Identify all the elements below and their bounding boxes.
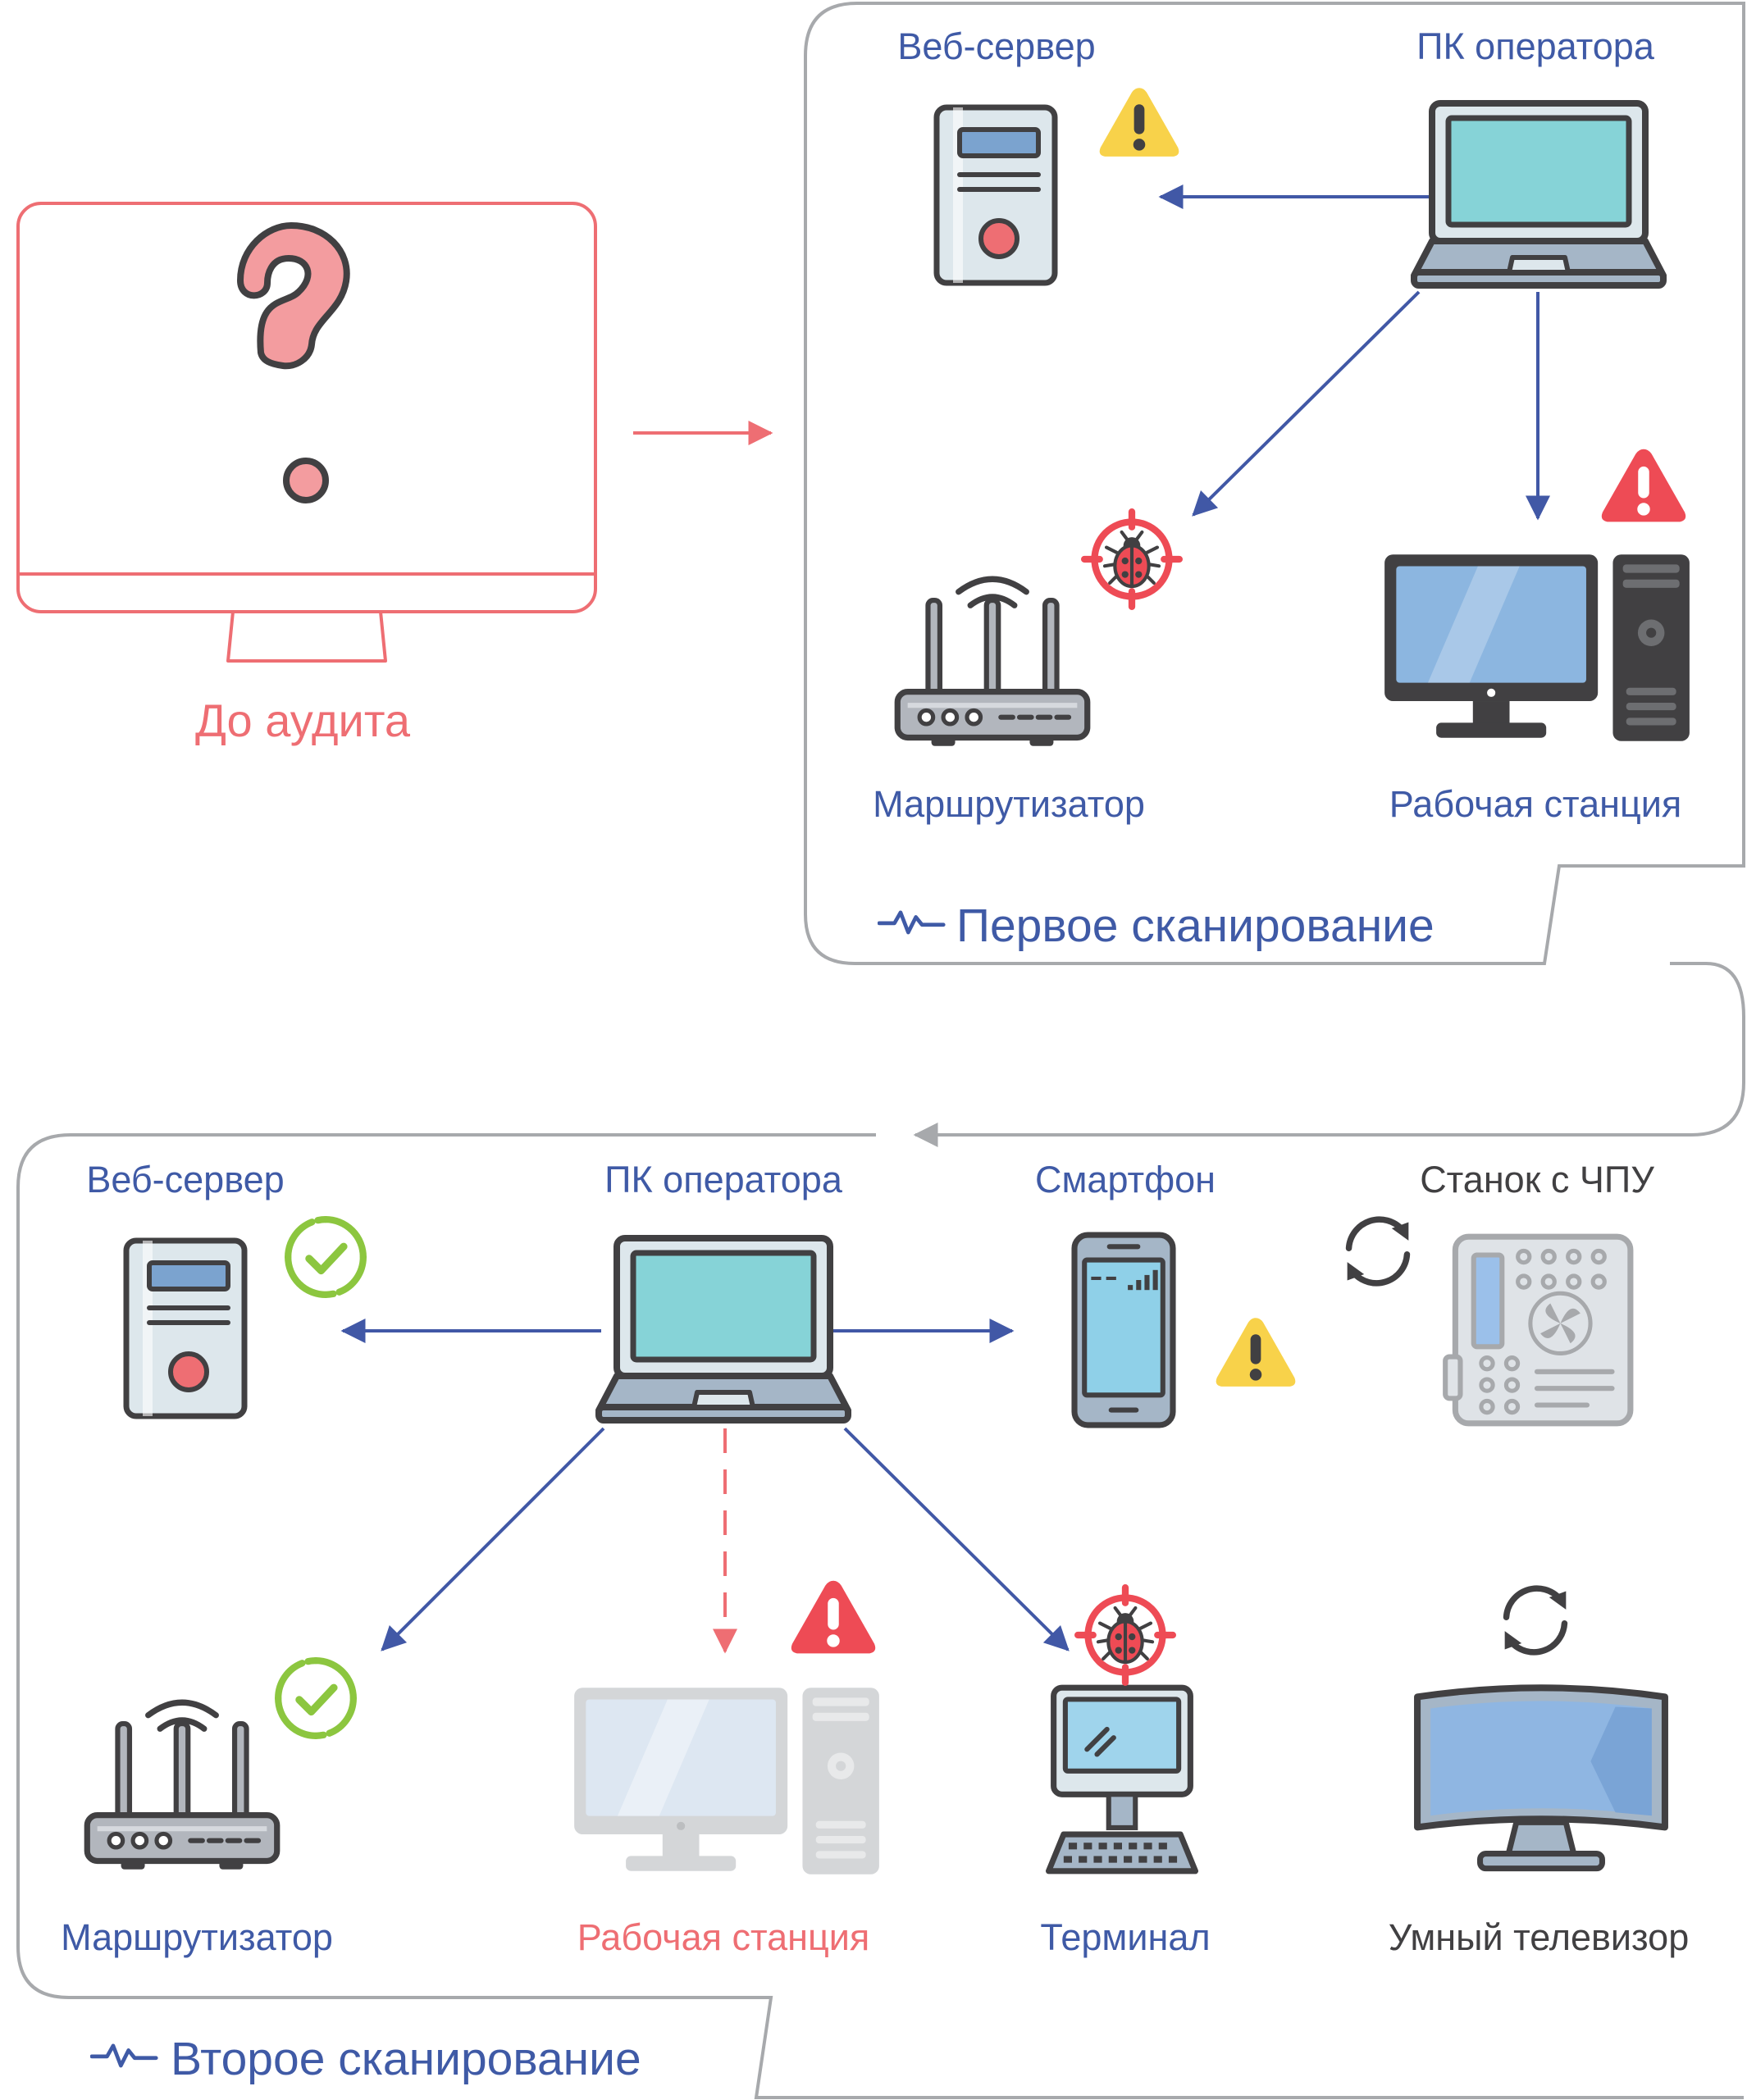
pulse-icon	[92, 2046, 156, 2066]
router-icon	[87, 1702, 276, 1870]
laptop-icon	[599, 1238, 848, 1420]
pulse-icon	[879, 913, 943, 932]
before-audit-label: До аудита	[195, 695, 411, 746]
second-terminal-label: Терминал	[1040, 1916, 1210, 1958]
sync-icon	[1505, 1588, 1567, 1652]
warning-icon	[1099, 88, 1179, 157]
router-icon	[897, 579, 1087, 746]
second-web-server-label: Веб-сервер	[86, 1159, 284, 1200]
second-smartphone-label: Смартфон	[1035, 1159, 1216, 1200]
terminal-icon	[1049, 1688, 1196, 1871]
warning-icon	[1216, 1318, 1296, 1387]
critical-alert-icon	[791, 1580, 876, 1654]
web-server-icon	[126, 1241, 244, 1416]
bug-icon	[1078, 1588, 1173, 1683]
bug-icon	[1084, 512, 1179, 607]
smartphone-icon	[1074, 1235, 1173, 1425]
ok-check-icon	[278, 1660, 354, 1736]
first-scan-panel	[804, 1, 1745, 965]
first-scan-title: Первое сканирование	[956, 900, 1435, 952]
cnc-board-icon	[1445, 1237, 1631, 1424]
laptop-icon	[1414, 103, 1663, 285]
smart-tv-icon	[1417, 1688, 1665, 1868]
arrow-pc-to-terminal	[843, 1427, 1070, 1651]
arrow-pc-to-router-2	[381, 1427, 605, 1651]
workstation-icon	[1384, 554, 1690, 741]
workstation-faded-icon	[574, 1688, 879, 1875]
first-web-server-label: Веб-сервер	[897, 25, 1095, 67]
second-operator-pc-label: ПК оператора	[604, 1159, 843, 1200]
first-operator-pc-label: ПК оператора	[1416, 25, 1655, 67]
second-router-label: Маршрутизатор	[61, 1916, 333, 1958]
web-server-icon	[937, 107, 1055, 283]
question-mark-icon	[237, 222, 350, 503]
second-scan-panel	[16, 1133, 1744, 2099]
before-audit-monitor	[16, 202, 597, 663]
second-cnc-label: Станок с ЧПУ	[1420, 1159, 1654, 1200]
second-scan-title: Второе сканирование	[171, 2033, 641, 2085]
second-workstation-label: Рабочая станция	[577, 1916, 869, 1958]
first-workstation-label: Рабочая станция	[1389, 783, 1681, 825]
ok-check-icon	[288, 1219, 363, 1295]
arrow-pc-to-router	[1192, 290, 1421, 517]
flow-connector	[913, 962, 1745, 1147]
critical-alert-icon	[1601, 449, 1686, 522]
second-smart-tv-label: Умный телевизор	[1389, 1916, 1689, 1958]
first-router-label: Маршрутизатор	[873, 783, 1145, 825]
sync-icon	[1348, 1219, 1409, 1283]
